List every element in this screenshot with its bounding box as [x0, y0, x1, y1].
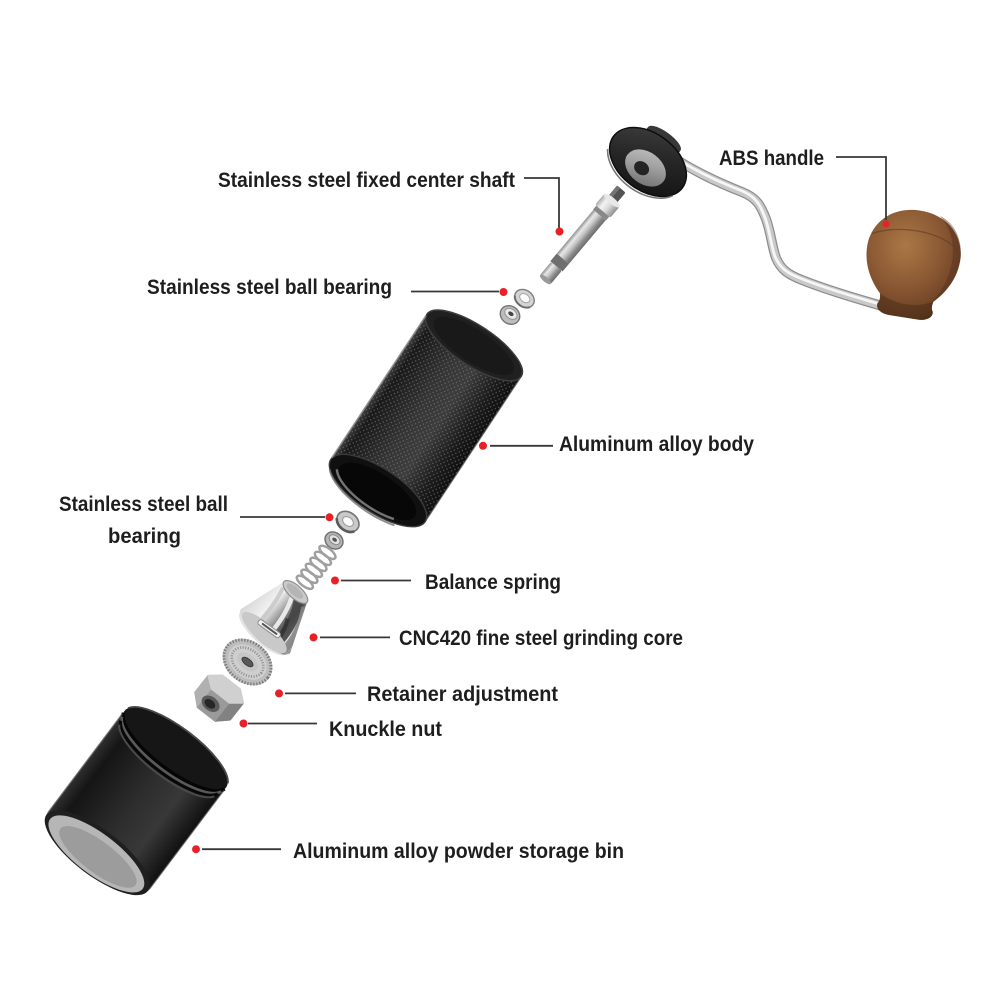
svg-text:Stainless steel fixed center s: Stainless steel fixed center shaft: [218, 169, 515, 192]
svg-text:Aluminum alloy body: Aluminum alloy body: [559, 433, 754, 456]
svg-text:Knuckle nut: Knuckle nut: [329, 718, 442, 741]
svg-text:Stainless steel ball bearing: Stainless steel ball bearing: [147, 276, 392, 299]
svg-text:Retainer adjustment: Retainer adjustment: [367, 683, 558, 706]
svg-text:Stainless steel ball: Stainless steel ball: [59, 493, 228, 516]
svg-text:Balance spring: Balance spring: [425, 571, 561, 594]
svg-text:ABS handle: ABS handle: [719, 147, 824, 170]
svg-text:CNC420 fine steel grinding cor: CNC420 fine steel grinding core: [399, 627, 683, 650]
svg-text:bearing: bearing: [108, 525, 181, 548]
svg-text:Aluminum alloy powder storage: Aluminum alloy powder storage bin: [293, 840, 624, 863]
